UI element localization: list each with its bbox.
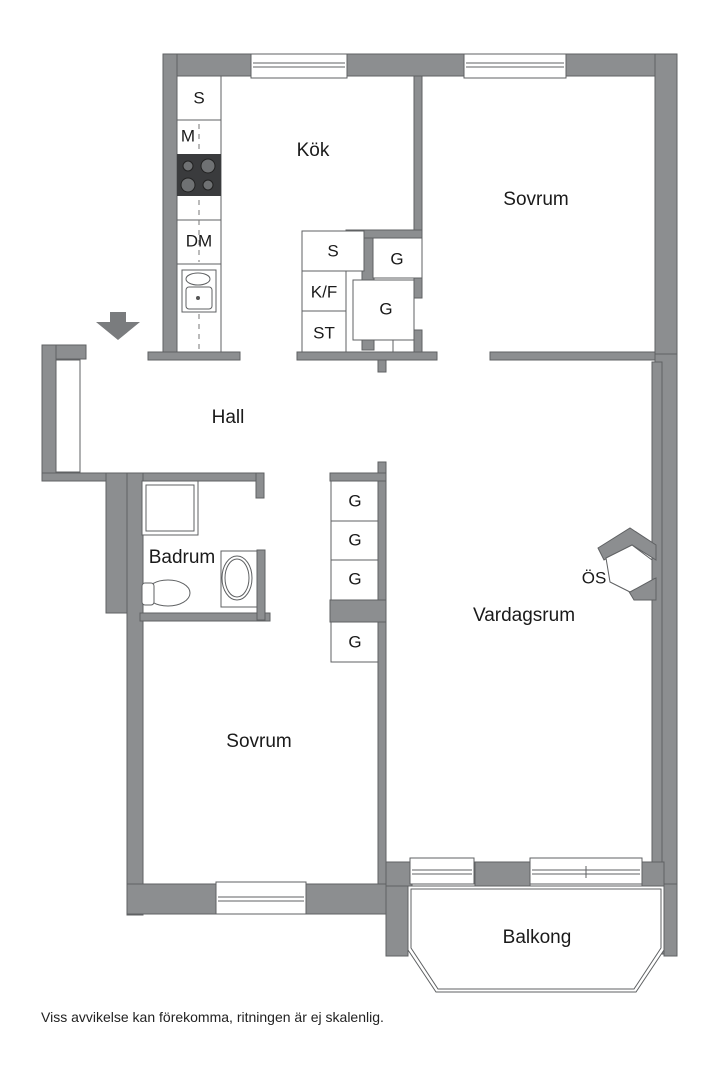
window-living-1 xyxy=(409,857,475,885)
room-label-living-room: Vardagsrum xyxy=(473,605,575,626)
balcony-outline xyxy=(407,885,665,993)
fixture-label-dishwasher: DM xyxy=(186,231,212,250)
hall-wardrobe xyxy=(55,359,81,473)
closet-label: G xyxy=(348,491,361,510)
entrance-arrow-icon xyxy=(96,312,140,340)
fireplace-label: ÖS xyxy=(582,568,607,587)
window-living-2 xyxy=(529,857,643,885)
walls xyxy=(41,53,678,957)
closet-label: G xyxy=(348,632,361,651)
closet-label: G xyxy=(390,249,403,268)
room-label-hall: Hall xyxy=(212,407,245,428)
disclaimer: Viss avvikelse kan förekomma, ritningen … xyxy=(41,1009,384,1025)
room-label-balcony: Balkong xyxy=(503,927,572,948)
room-label-bathroom: Badrum xyxy=(149,547,216,568)
shower-icon xyxy=(141,480,199,536)
bathroom-fixtures xyxy=(141,480,258,608)
fireplace-icon xyxy=(597,527,657,601)
fixture-label-fridge: S xyxy=(193,88,204,107)
closet-label: K/F xyxy=(311,282,337,301)
window-bedroom-top xyxy=(463,53,567,79)
window-kitchen xyxy=(250,53,348,79)
closet-label: G xyxy=(379,299,392,318)
windows xyxy=(215,53,643,915)
kitchen-counter xyxy=(176,75,222,353)
closet-label: G xyxy=(348,569,361,588)
room-label-bedroom-bottom: Sovrum xyxy=(226,731,291,752)
room-label-bedroom-top: Sovrum xyxy=(503,189,568,210)
closet-label: ST xyxy=(313,323,335,342)
closet-label: S xyxy=(327,241,338,260)
closet-label: G xyxy=(348,530,361,549)
room-label-kitchen: Kök xyxy=(297,140,330,161)
fixture-label-microwave: M xyxy=(181,126,195,145)
window-bedroom-bottom xyxy=(215,881,307,915)
